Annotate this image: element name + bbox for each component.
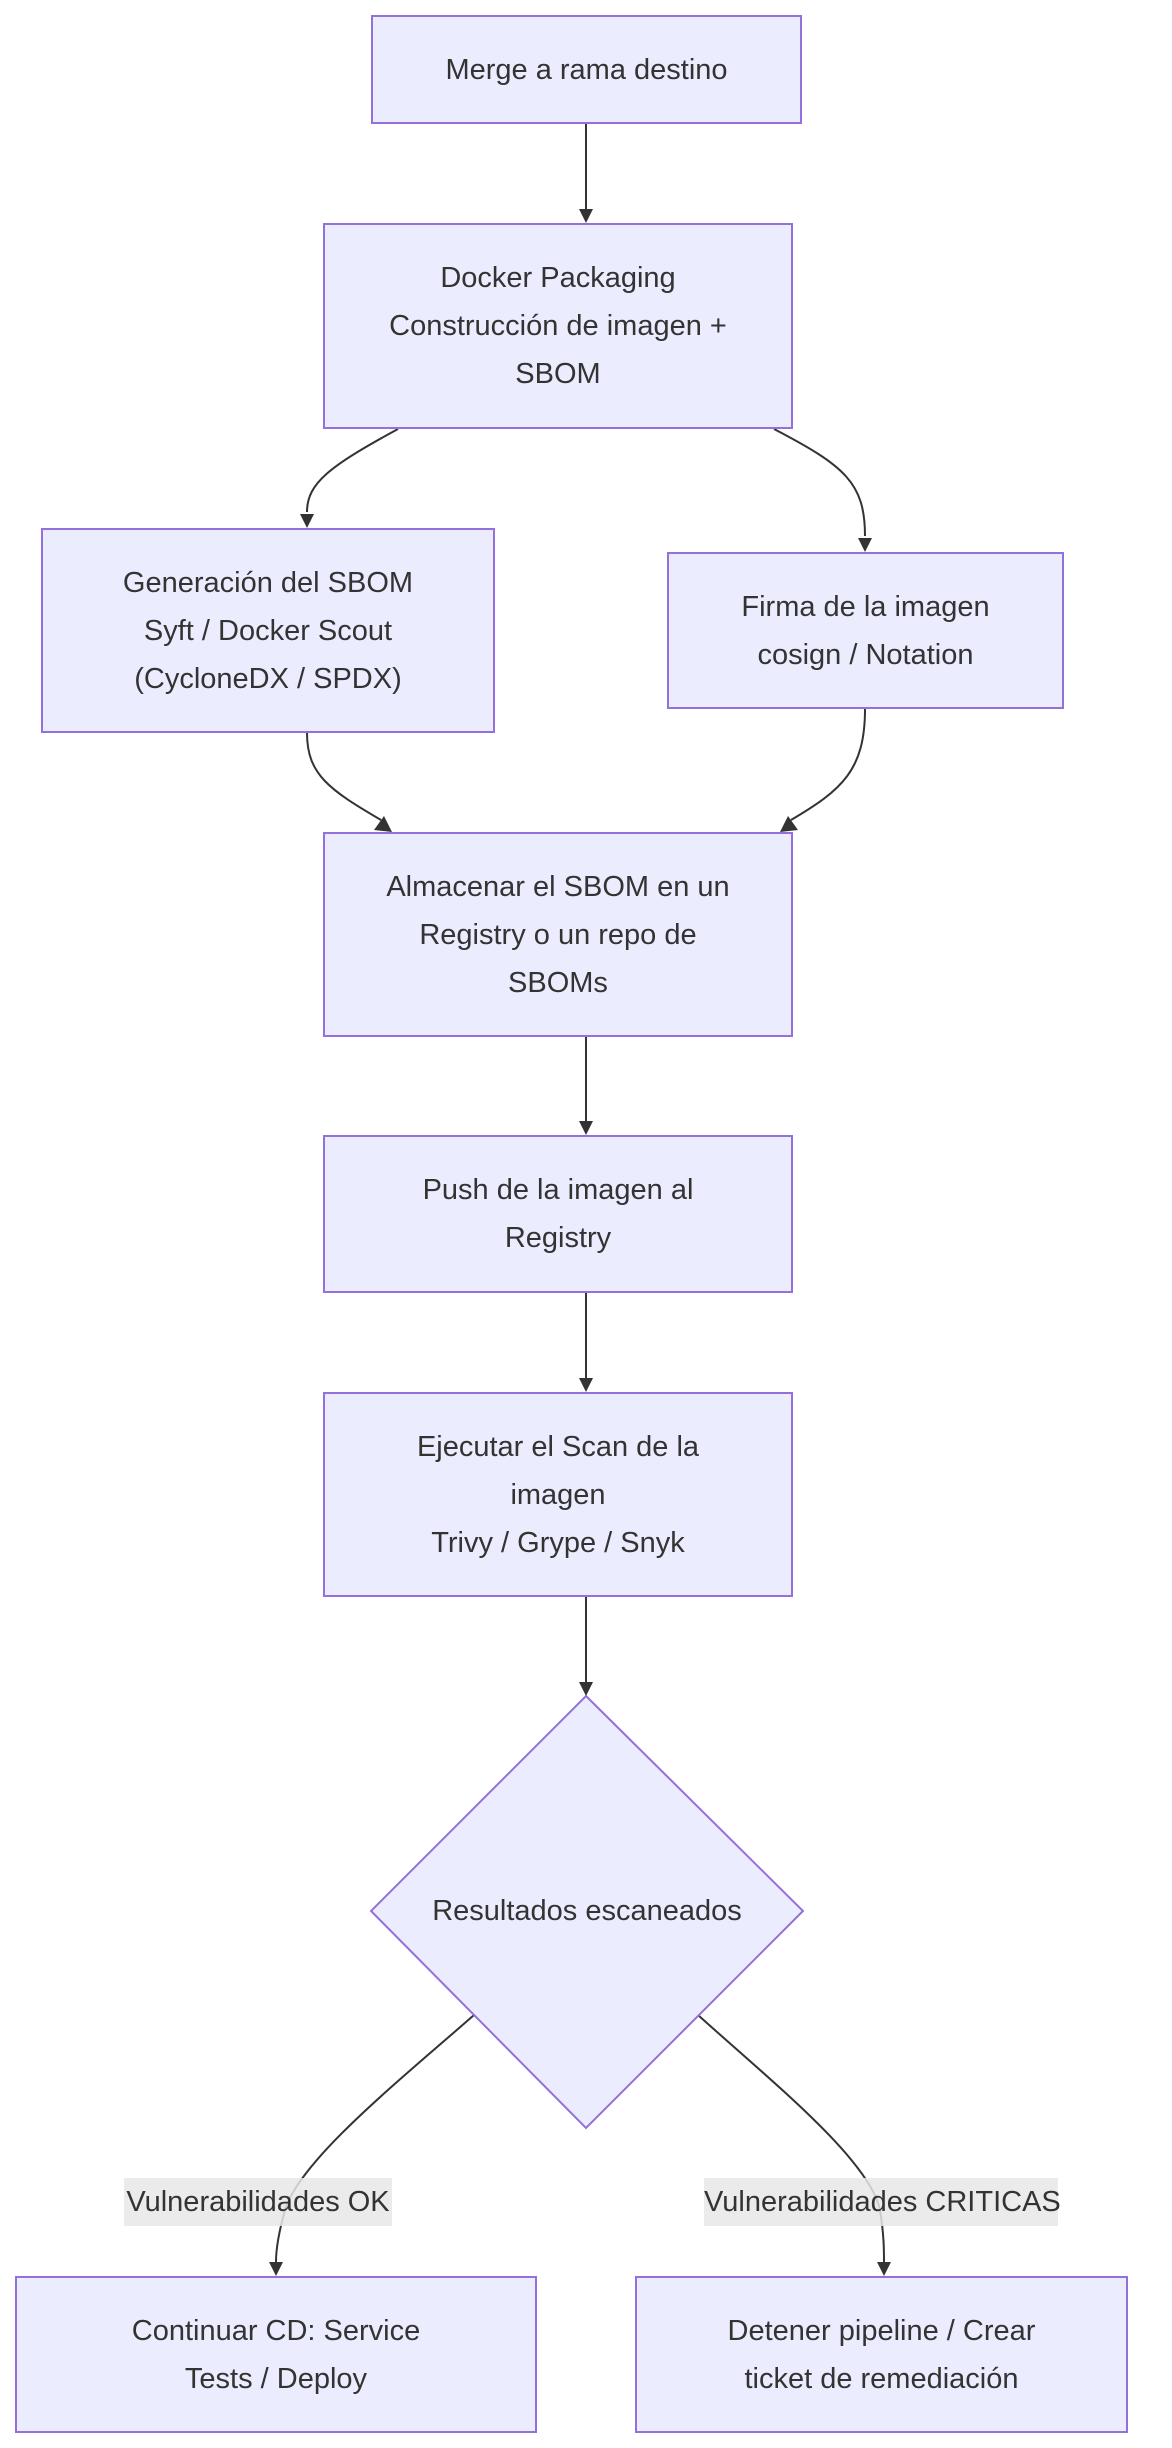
arrowhead-icon [269,2262,283,2276]
node-image-signing[interactable]: Firma de la imagen cosign / Notation [667,552,1064,709]
node-text-line: Generación del SBOM [122,566,414,599]
edge-label-critical-text: Vulnerabilidades CRITICAS [704,2186,1061,2218]
node-text-line: Almacenar el SBOM en un [386,870,730,903]
node-store-sbom[interactable]: Almacenar el SBOM en un Registry o un re… [323,832,793,1037]
node-stop-pipeline-text: Detener pipeline / Crear ticket de remed… [728,2307,1036,2403]
node-text-line: Push de la imagen al [422,1174,694,1206]
edge-label-ok-text: Vulnerabilidades OK [126,2186,390,2218]
node-push-image-text: Push de la imagen al Registry [423,1166,694,1262]
arrowhead-icon [579,1121,593,1135]
node-merge-text: Merge a rama destino [445,46,727,94]
node-text-line: Ejecutar el Scan de la [416,1430,700,1463]
node-text-line: Detener pipeline / Crear [727,2314,1036,2347]
arrowhead-icon [300,514,314,528]
arrowhead-icon [858,538,872,552]
node-continue-cd-text: Continuar CD: Service Tests / Deploy [132,2307,421,2403]
node-text-line: imagen [510,1478,606,1511]
node-stop-pipeline[interactable]: Detener pipeline / Crear ticket de remed… [635,2276,1128,2433]
node-text-line: Trivy / Grype / Snyk [431,1526,685,1559]
node-text-line: SBOM [515,358,601,390]
arrowhead-icon [780,816,798,832]
edge-label-critical: Vulnerabilidades CRITICAS [704,2178,1061,2226]
node-store-sbom-text: Almacenar el SBOM en un Registry o un re… [386,863,729,1007]
node-decision-scan-results[interactable]: Resultados escaneados [371,1887,803,1935]
node-image-signing-text: Firma de la imagen cosign / Notation [741,583,989,679]
node-run-scan[interactable]: Ejecutar el Scan de la imagen Trivy / Gr… [323,1392,793,1597]
node-text-line: Merge a rama destino [445,53,728,86]
edge-decision-to-stop [697,2014,885,2263]
node-text-line: (CycloneDX / SPDX) [134,662,402,695]
node-text-line: Docker Packaging [440,262,676,294]
node-text-line: cosign / Notation [757,638,974,671]
node-run-scan-text: Ejecutar el Scan de la imagen Trivy / Gr… [417,1423,699,1567]
edge-docker-to-sign [773,428,866,537]
node-text-line: Syft / Docker Scout [143,614,393,647]
node-docker-packaging-text: Docker Packaging Construcción de imagen … [389,254,727,398]
node-push-image[interactable]: Push de la imagen al Registry [323,1135,793,1293]
node-sbom-generation-text: Generación del SBOM Syft / Docker Scout … [123,559,413,703]
node-docker-packaging[interactable]: Docker Packaging Construcción de imagen … [323,223,793,429]
edge-label-ok: Vulnerabilidades OK [124,2178,392,2226]
node-merge[interactable]: Merge a rama destino [371,15,802,124]
edge-sign-to-store [790,708,866,821]
decision-diamond-shape[interactable] [369,1694,805,2130]
node-text-line: Registry o un repo de [419,918,697,951]
edge-sbom-to-store [306,732,382,821]
arrowhead-icon [579,1378,593,1392]
node-decision-text: Resultados escaneados [432,1895,742,1927]
node-text-line: Registry [504,1222,612,1254]
node-continue-cd[interactable]: Continuar CD: Service Tests / Deploy [15,2276,537,2433]
node-text-line: SBOMs [508,966,608,999]
arrowhead-icon [374,816,392,832]
arrowhead-icon [877,2262,891,2276]
node-text-line: ticket de remediación [744,2362,1019,2395]
node-sbom-generation[interactable]: Generación del SBOM Syft / Docker Scout … [41,528,495,733]
edge-docker-to-sbom [306,428,399,513]
arrowhead-icon [579,1682,593,1696]
edge-decision-to-continue [275,2014,475,2263]
node-text-line: Construcción de imagen + [389,310,727,342]
arrowhead-icon [579,209,593,223]
node-text-line: Tests / Deploy [184,2362,368,2395]
node-text-line: Continuar CD: Service [131,2314,421,2347]
node-text-line: Firma de la imagen [741,590,990,623]
